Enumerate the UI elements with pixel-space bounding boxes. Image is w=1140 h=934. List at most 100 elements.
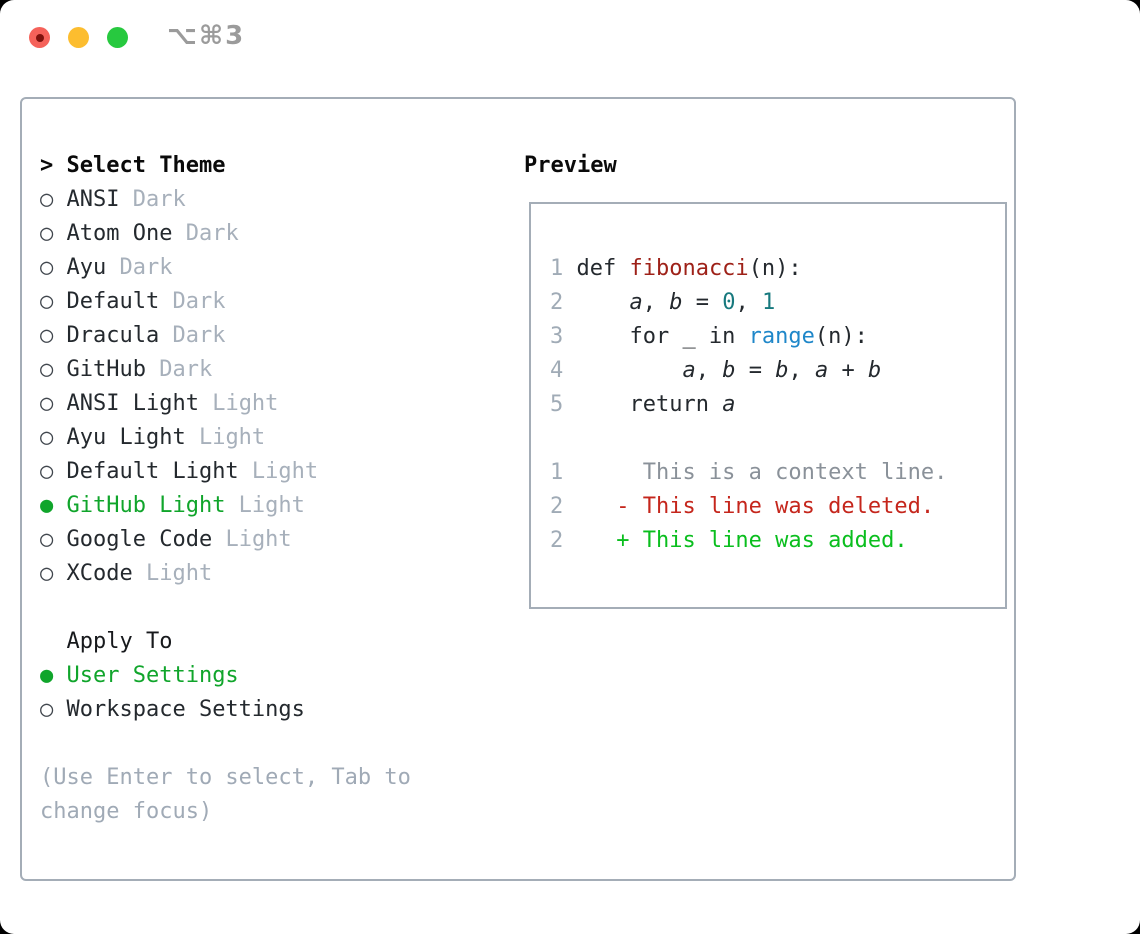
code-token: , xyxy=(788,358,815,383)
radio-icon: ○ xyxy=(40,357,54,382)
radio-icon: ● xyxy=(40,493,54,518)
titlebar: ⌥⌘3 xyxy=(0,0,1140,75)
maximize-button[interactable] xyxy=(107,27,128,48)
code-token: (n): xyxy=(748,256,802,281)
keyboard-hint: (Use Enter to select, Tab to change focu… xyxy=(40,765,411,824)
theme-option-label: Atom One xyxy=(53,221,173,246)
apply-to-options-list: ● User Settings○ Workspace Settings xyxy=(40,659,485,727)
preview-line-code: 2 a, b = 0, 1 xyxy=(550,286,995,320)
code-token: for _ in xyxy=(576,324,749,349)
line-number: 1 xyxy=(550,460,564,485)
code-token: b xyxy=(669,290,683,315)
theme-option-label: ANSI xyxy=(53,187,120,212)
code-token: + xyxy=(828,358,868,383)
radio-icon: ○ xyxy=(40,561,54,586)
theme-option-google-code[interactable]: ○ Google Code Light xyxy=(40,523,485,557)
theme-variant-tag: Light xyxy=(238,459,319,484)
theme-option-label: ANSI Light xyxy=(53,391,199,416)
theme-variant-tag: Light xyxy=(225,493,305,518)
theme-option-github-light[interactable]: ● GitHub Light Light xyxy=(40,489,485,523)
code-token: , xyxy=(642,290,670,315)
code-token: b xyxy=(775,358,789,383)
prompt-caret-icon: > xyxy=(40,153,54,178)
select-theme-heading: > Select Theme xyxy=(40,149,485,183)
radio-icon: ○ xyxy=(40,255,54,280)
code-token: a xyxy=(722,392,736,417)
line-number: 2 xyxy=(550,528,564,553)
code-token: def xyxy=(576,256,630,281)
spacer xyxy=(40,591,485,625)
theme-option-dracula[interactable]: ○ Dracula Dark xyxy=(40,319,485,353)
apply-to-heading: Apply To xyxy=(66,629,173,654)
preview-line-diff-context: 1 This is a context line. xyxy=(550,456,995,490)
theme-option-label: Dracula xyxy=(53,323,160,348)
code-token: 1 xyxy=(761,290,776,315)
theme-option-atom-one[interactable]: ○ Atom One Dark xyxy=(40,217,485,251)
radio-icon: ○ xyxy=(40,527,54,552)
preview-line-blank xyxy=(550,422,995,456)
theme-option-label: Ayu xyxy=(53,255,107,280)
preview-line-code: 3 for _ in range(n): xyxy=(550,320,995,354)
apply-option-user-settings[interactable]: ● User Settings xyxy=(40,659,485,693)
line-number: 5 xyxy=(550,392,564,417)
radio-icon: ○ xyxy=(40,391,54,416)
theme-variant-tag: Dark xyxy=(159,323,226,348)
line-number: 2 xyxy=(550,494,564,519)
theme-variant-tag: Dark xyxy=(172,221,239,246)
radio-icon: ○ xyxy=(40,221,54,246)
preview-line-diff-added: 2 + This line was added. xyxy=(550,524,995,558)
apply-option-label: User Settings xyxy=(53,663,239,688)
line-number: 2 xyxy=(550,290,564,315)
theme-variant-tag: Light xyxy=(198,391,279,416)
theme-variant-tag: Light xyxy=(132,561,213,586)
apply-option-workspace-settings[interactable]: ○ Workspace Settings xyxy=(40,693,485,727)
theme-option-label: XCode xyxy=(53,561,133,586)
apply-option-label: Workspace Settings xyxy=(53,697,305,722)
code-token: b xyxy=(867,358,882,383)
minimize-button[interactable] xyxy=(68,27,89,48)
code-token: = xyxy=(682,290,723,315)
theme-option-xcode[interactable]: ○ XCode Light xyxy=(40,557,485,591)
radio-icon: ● xyxy=(40,663,54,688)
code-token: fibonacci xyxy=(629,256,749,281)
code-token: return xyxy=(576,392,723,417)
radio-icon: ○ xyxy=(40,289,54,314)
theme-option-ayu-light[interactable]: ○ Ayu Light Light xyxy=(40,421,485,455)
radio-icon: ○ xyxy=(40,459,54,484)
code-token: range xyxy=(748,324,815,349)
theme-option-label: GitHub Light xyxy=(53,493,226,518)
theme-variant-tag: Dark xyxy=(106,255,173,280)
theme-option-label: GitHub xyxy=(53,357,146,382)
radio-icon: ○ xyxy=(40,187,54,212)
code-token: a xyxy=(814,358,829,383)
preview-heading: Preview xyxy=(524,153,617,178)
close-button[interactable] xyxy=(29,27,50,48)
theme-option-ansi[interactable]: ○ ANSI Dark xyxy=(40,183,485,217)
code-token: + This line was added. xyxy=(576,528,908,553)
code-token xyxy=(576,358,682,383)
theme-option-label: Default Light xyxy=(53,459,239,484)
preview-line-code: 1 def fibonacci(n): xyxy=(550,252,995,286)
theme-variant-tag: Light xyxy=(212,527,292,552)
code-token: a xyxy=(682,358,696,383)
theme-option-default-light[interactable]: ○ Default Light Light xyxy=(40,455,485,489)
select-theme-title: Select Theme xyxy=(66,153,226,178)
theme-option-github[interactable]: ○ GitHub Dark xyxy=(40,353,485,387)
theme-picker-panel: > Select Theme ○ ANSI Dark○ Atom One Dar… xyxy=(20,97,1016,881)
line-number: 1 xyxy=(550,256,564,281)
preview-line-code: 5 return a xyxy=(550,388,995,422)
preview-line-code: 4 a, b = b, a + b xyxy=(550,354,995,388)
theme-option-default[interactable]: ○ Default Dark xyxy=(40,285,485,319)
theme-option-ansi-light[interactable]: ○ ANSI Light Light xyxy=(40,387,485,421)
theme-variant-tag: Dark xyxy=(119,187,186,212)
theme-variant-tag: Light xyxy=(185,425,266,450)
code-token: , xyxy=(695,358,723,383)
theme-options-list: ○ ANSI Dark○ Atom One Dark○ Ayu Dark○ De… xyxy=(40,183,485,591)
code-token: , xyxy=(735,290,762,315)
theme-option-label: Default xyxy=(53,289,160,314)
line-number: 3 xyxy=(550,324,564,349)
theme-option-ayu[interactable]: ○ Ayu Dark xyxy=(40,251,485,285)
spacer xyxy=(40,727,485,761)
code-token: 0 xyxy=(722,290,736,315)
